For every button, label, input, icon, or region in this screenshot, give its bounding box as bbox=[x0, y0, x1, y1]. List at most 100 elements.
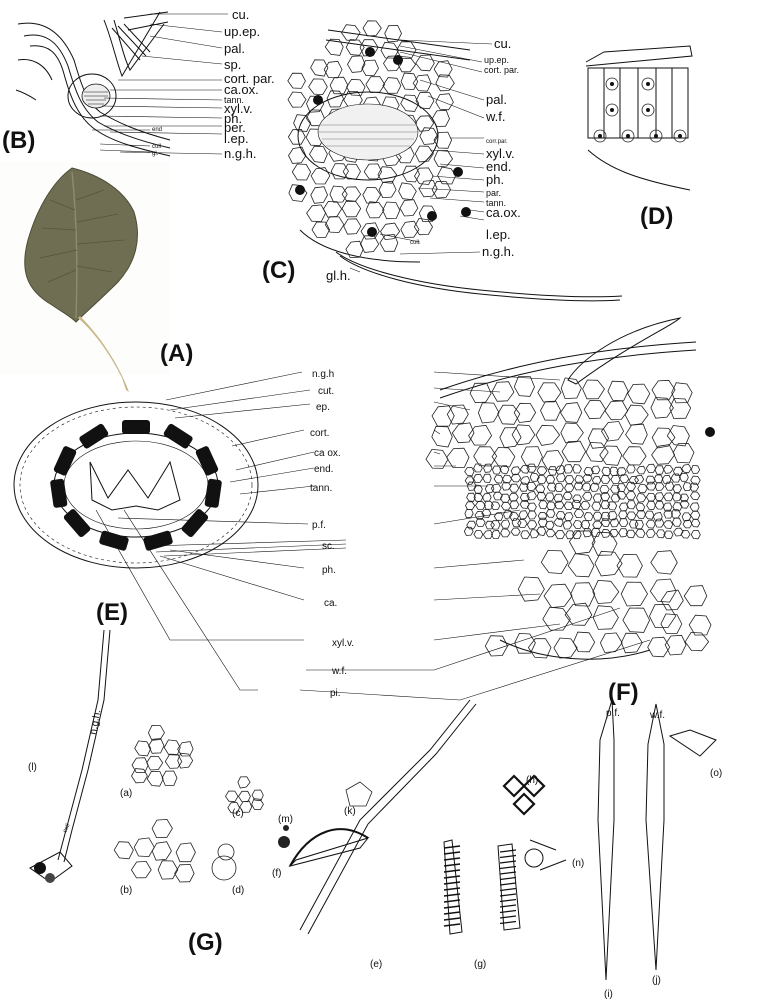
phloem-cell bbox=[537, 475, 546, 483]
phloem-cell bbox=[509, 493, 519, 501]
phloem-cell bbox=[563, 521, 572, 529]
epidermal-cell bbox=[164, 740, 180, 755]
parenchyma-cell bbox=[218, 844, 234, 860]
phloem-cell bbox=[465, 477, 474, 485]
palisade-detail-D bbox=[586, 46, 692, 190]
parenchyma-cell bbox=[292, 164, 310, 180]
parenchyma-cell bbox=[342, 200, 361, 216]
phloem-cell bbox=[647, 501, 656, 509]
epidermal-cell bbox=[152, 819, 172, 837]
parenchyma-cell bbox=[288, 73, 306, 88]
spiral-thickening bbox=[444, 864, 460, 866]
sclerenchyma-cap bbox=[63, 508, 92, 538]
glandular-cell bbox=[226, 791, 239, 802]
C-label-ph: ph. bbox=[486, 172, 504, 187]
phloem-cell bbox=[466, 502, 475, 510]
xylem-vessel bbox=[651, 551, 678, 574]
C-label-pal: pal. bbox=[486, 92, 507, 107]
phloem-cell bbox=[620, 475, 629, 483]
phloem-cell bbox=[465, 468, 474, 476]
parenchyma-cell bbox=[399, 183, 417, 200]
phloem-cell bbox=[537, 492, 546, 500]
xylem-vessel bbox=[544, 584, 572, 607]
phloem-cell bbox=[528, 511, 537, 519]
spiral-thickening bbox=[444, 852, 460, 854]
G-item-j: (j) bbox=[652, 975, 661, 986]
phloem-cell bbox=[546, 509, 555, 517]
G-label-coll: coll bbox=[62, 823, 71, 834]
C-label-coll: coll. bbox=[410, 240, 421, 246]
panel-label-D: (D) bbox=[640, 203, 673, 230]
phloem-cell bbox=[593, 494, 602, 502]
parenchyma-cell bbox=[416, 55, 435, 71]
spiral-thickening bbox=[500, 894, 516, 896]
phloem-cell bbox=[664, 531, 673, 539]
phloem-cell bbox=[511, 474, 521, 482]
phloem-cell bbox=[646, 464, 655, 472]
sclerenchyma-cap bbox=[53, 445, 77, 476]
parenchyma-cell bbox=[307, 205, 326, 222]
xylem-vessel bbox=[541, 550, 568, 573]
epidermal-cell bbox=[135, 741, 151, 756]
spiral-thickening bbox=[500, 889, 516, 891]
C-label-gl-h: gl.h. bbox=[326, 268, 351, 283]
phloem-cell bbox=[672, 518, 681, 526]
phloem-cell bbox=[572, 500, 581, 509]
F-leader-lines bbox=[96, 372, 650, 700]
parenchyma-cell bbox=[342, 187, 361, 202]
phloem-cell bbox=[474, 530, 483, 538]
phloem-cell bbox=[682, 464, 691, 472]
cortex-cell bbox=[623, 447, 646, 465]
spiral-thickening bbox=[500, 878, 516, 880]
glandular-cell bbox=[239, 791, 251, 801]
F-label-ph: ph. bbox=[322, 565, 336, 576]
parenchyma-cell bbox=[309, 79, 328, 95]
parenchyma-cell bbox=[288, 129, 305, 144]
parenchyma-cell bbox=[310, 146, 328, 163]
phloem-cell bbox=[637, 494, 646, 503]
cortex-cell bbox=[514, 403, 535, 422]
F-label-pi: pi. bbox=[330, 688, 341, 699]
spiral-thickening bbox=[500, 883, 516, 885]
F-label-end: end. bbox=[314, 464, 333, 475]
C-label-par: par. bbox=[486, 188, 501, 198]
cortex-cell bbox=[600, 446, 622, 465]
phloem-cell bbox=[537, 527, 546, 535]
calcium-oxalate-crystal bbox=[393, 55, 403, 65]
phloem-cell bbox=[510, 501, 519, 509]
phloem-cell bbox=[637, 466, 646, 474]
parenchyma-cell bbox=[289, 147, 306, 163]
phloem-cell bbox=[600, 485, 609, 493]
cortex-cell bbox=[498, 405, 520, 424]
F-label-ca-ox: ca ox. bbox=[314, 448, 341, 459]
C-label-corr-par: corr.par. bbox=[486, 139, 508, 145]
phloem-cell bbox=[637, 510, 646, 518]
G-item-m: (m) bbox=[278, 814, 293, 825]
pith-cell bbox=[684, 586, 707, 606]
phloem-cell bbox=[491, 521, 500, 529]
calcium-oxalate-crystal bbox=[365, 47, 375, 57]
B-label-sp: sp. bbox=[224, 57, 241, 72]
phloem-cell bbox=[546, 493, 555, 501]
spiral-thickening bbox=[444, 846, 460, 848]
phloem-cell bbox=[593, 521, 602, 529]
phloem-cell bbox=[500, 466, 509, 474]
cortex-cell bbox=[628, 384, 650, 404]
F-label-ep: ep. bbox=[316, 402, 330, 413]
epidermal-cell bbox=[178, 753, 193, 768]
cortex-cell bbox=[470, 383, 491, 403]
F-label-w-f: w.f. bbox=[331, 666, 347, 677]
parenchyma-cell bbox=[324, 201, 342, 217]
phloem-cell bbox=[635, 520, 643, 529]
G-label-p-f: p.f. bbox=[606, 708, 620, 719]
calcium-oxalate-crystal bbox=[427, 211, 437, 221]
phloem-cell bbox=[474, 464, 483, 472]
phloem-cell bbox=[565, 476, 574, 484]
parenchyma-cell bbox=[330, 186, 347, 202]
B-label-l-ep: l.ep. bbox=[224, 131, 249, 146]
epidermal-cell bbox=[158, 861, 178, 879]
phloem-cell bbox=[681, 530, 690, 538]
epidermal-cell bbox=[148, 725, 164, 740]
phloem-cell bbox=[619, 519, 628, 527]
